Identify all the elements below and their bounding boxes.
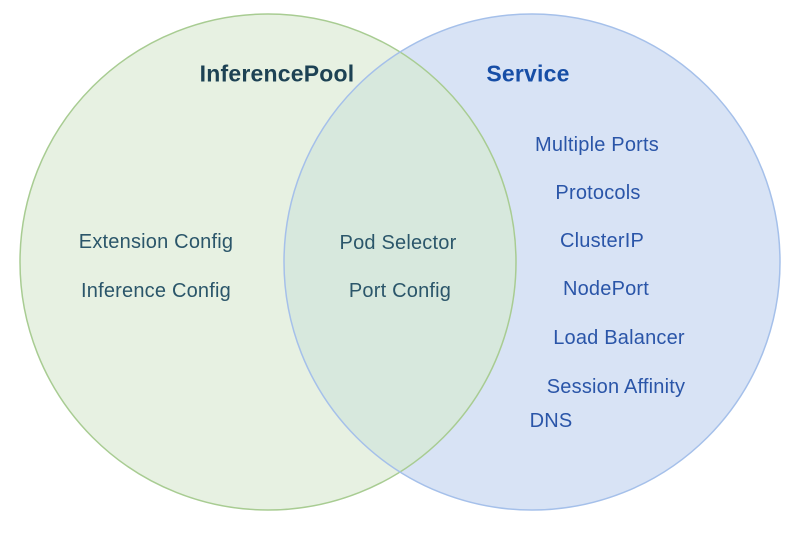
item-extension-config: Extension Config [78, 231, 234, 253]
item-dns: DNS [529, 410, 573, 432]
service-circle-outline [283, 13, 781, 511]
item-load-balancer: Load Balancer [553, 327, 685, 349]
item-pod-selector: Pod Selector [339, 232, 457, 254]
item-inference-config: Inference Config [81, 280, 231, 302]
item-session-affinity: Session Affinity [546, 376, 686, 398]
item-protocols: Protocols [555, 182, 641, 204]
overlap-lens [283, 52, 517, 472]
item-nodeport: NodePort [562, 278, 650, 300]
inferencepool-title: InferencePool [199, 60, 355, 87]
item-port-config: Port Config [348, 280, 452, 302]
inferencepool-circle-outline [19, 13, 517, 511]
service-title: Service [486, 60, 570, 87]
item-clusterip: ClusterIP [559, 230, 645, 252]
item-multiple-ports: Multiple Ports [535, 134, 659, 156]
